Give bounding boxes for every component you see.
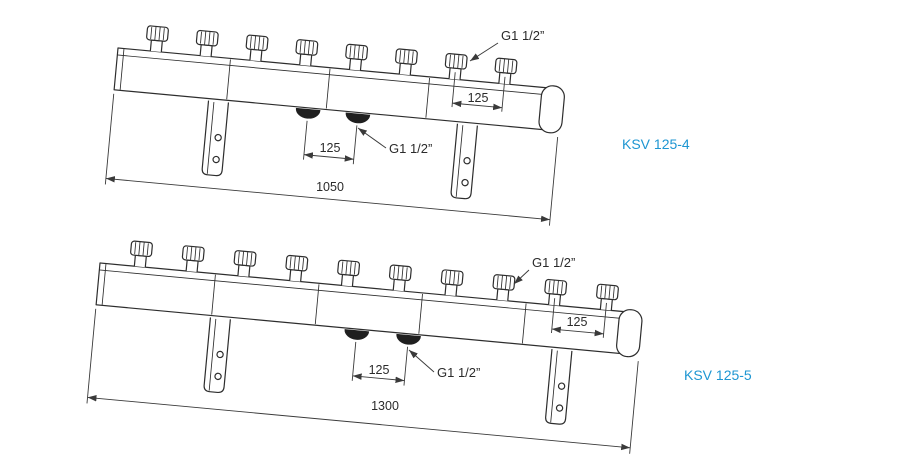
top-connection-leader [513,269,530,285]
top-port-plug-icon [393,48,419,77]
top-port-plug-icon [542,278,568,307]
drawing-ksv-125-4 [104,25,565,226]
bottom-spacing-value: 125 [320,141,341,155]
top-port-plug-icon [439,269,464,298]
top-spacing-dimension [451,72,506,112]
top-port-plug-icon [387,264,413,293]
manifold-top-face-edge [99,269,624,319]
section-line [211,274,216,315]
drawing-ksv-125-5 [86,240,643,454]
top-connection-label: G1 1/2” [501,28,544,43]
section-line [418,293,423,334]
mounting-bracket [201,99,230,177]
top-spacing-value: 125 [468,91,489,105]
bottom-spacing-dimension [351,341,409,386]
bottom-port-icon [395,333,421,346]
top-port-plug-icon [343,43,369,72]
mounting-bracket [544,348,573,426]
overall-length-dimension [86,308,639,454]
manifold-end-cap [616,309,643,358]
top-spacing-value: 125 [567,315,588,329]
top-port-plug-icon [144,25,170,54]
top-port-plug-icon [194,29,219,58]
bottom-spacing-dimension [303,120,358,165]
bottom-port-icon [343,329,370,341]
overall-length-value: 1050 [316,180,344,194]
top-port-plug-icon [244,34,269,63]
top-port-plug-icon [594,283,620,312]
section-line [314,284,320,325]
bottom-connection-leader [408,349,435,373]
annotations-layer: G1 1/2” 125 125 G1 1/2” 1050 KSV 125-4 G… [316,28,752,413]
top-port-plug-icon [493,57,518,86]
section-line [425,77,430,118]
bottom-spacing-value: 125 [369,363,390,377]
bottom-connection-label: G1 1/2” [437,365,480,380]
manifold-end-cap [538,85,565,134]
top-port-plug-icon [491,273,516,302]
mounting-bracket [450,123,478,200]
top-port-plug-icon [335,259,361,288]
top-port-plug-icon [443,52,468,81]
section-line [521,303,527,344]
overall-length-dimension [104,93,559,226]
bottom-connection-label: G1 1/2” [389,141,432,156]
top-port-plug-icon [294,38,319,67]
top-port-plug-icon [284,254,309,283]
mounting-bracket [203,316,231,394]
section-line [325,68,331,109]
top-connection-label: G1 1/2” [532,255,575,270]
section-line [226,59,231,100]
model-label: KSV 125-4 [622,136,690,152]
model-label: KSV 125-5 [684,367,752,383]
bottom-port-icon [344,112,371,125]
manifold-body [95,262,627,355]
top-port-plug-icon [128,240,154,269]
top-port-plug-icon [180,245,205,274]
bottom-port-icon [295,107,321,120]
top-port-plug-icon [232,249,257,278]
bottom-connection-leader [357,127,387,149]
overall-length-value: 1300 [371,399,399,413]
manifold-top-face-edge [117,54,546,96]
top-spacing-dimension [551,298,607,338]
top-connection-leader [469,42,499,62]
